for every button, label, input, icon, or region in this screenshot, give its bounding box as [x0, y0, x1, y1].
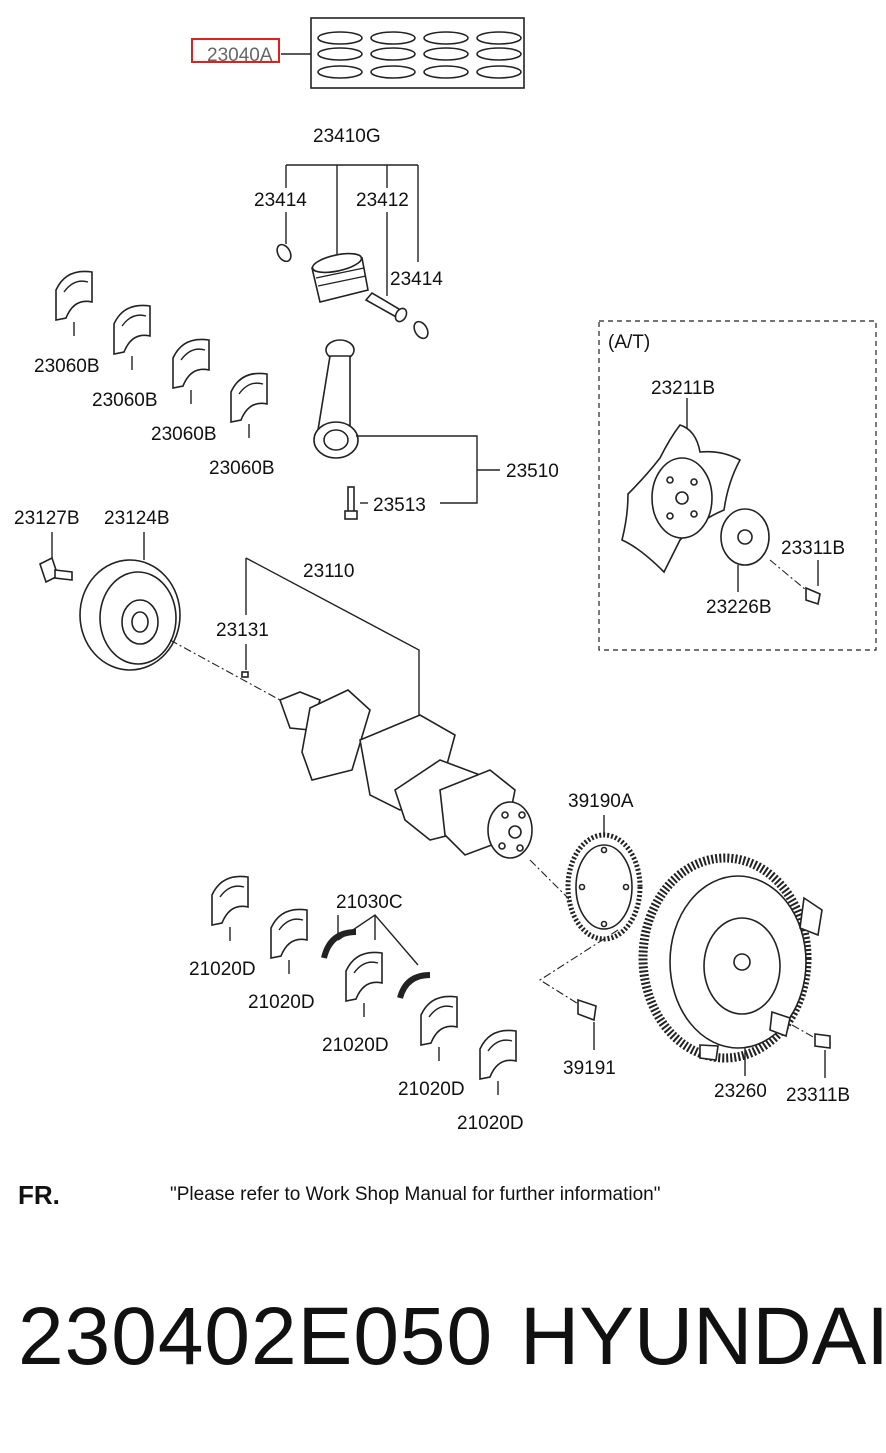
at-heading: (A/T) [608, 332, 650, 353]
label-sensor-bolt: 39191 [563, 1058, 616, 1079]
label-main-bearing-4: 21020D [398, 1079, 465, 1100]
adapter-plate[interactable] [720, 508, 770, 566]
parts-diagram: 23040A 23410G 23414 23412 23414 23060B 2… [14, 17, 877, 1134]
label-upper-bearing-4: 23060B [209, 458, 275, 479]
label-piston-assy: 23410G [313, 126, 381, 147]
upper-bearing-shell[interactable] [230, 372, 268, 438]
label-thrust-washer: 21030C [336, 892, 403, 913]
label-at-bolt: 23311B [781, 538, 845, 559]
piston-pin[interactable] [364, 291, 409, 324]
main-bearing-shell[interactable] [420, 995, 458, 1061]
label-piston-ring-set: 23040A [207, 45, 273, 66]
main-bearing-shell[interactable] [479, 1029, 517, 1095]
at-section-box [598, 320, 877, 651]
label-damper-pulley: 23124B [104, 508, 170, 529]
flywheel[interactable] [638, 853, 823, 1063]
flywheel-bolt[interactable] [814, 1033, 831, 1049]
piston-ring [370, 31, 416, 45]
front-direction-label: FR. [18, 1180, 60, 1210]
sensor-bolt[interactable] [577, 998, 597, 1022]
piston-ring [476, 47, 522, 61]
upper-bearing-shell[interactable] [55, 270, 93, 336]
at-bolt[interactable] [805, 586, 821, 606]
label-adapter-plate: 23226B [706, 597, 772, 618]
pulley-bolt[interactable] [39, 556, 73, 584]
piston[interactable] [311, 250, 369, 303]
crank-key[interactable] [241, 671, 249, 678]
snap-ring-left[interactable] [274, 242, 293, 264]
thrust-washer-left[interactable] [321, 929, 357, 959]
label-main-bearing-5: 21020D [457, 1113, 524, 1134]
piston-ring [370, 65, 416, 79]
label-drive-plate: 23211B [651, 378, 715, 399]
label-pulley-bolt: 23127B [14, 508, 80, 529]
label-connecting-rod: 23510 [506, 461, 559, 482]
label-sensor-wheel: 39190A [568, 791, 634, 812]
piston-ring [476, 31, 522, 45]
label-snap-ring-left: 23414 [254, 190, 307, 211]
piston-ring [423, 47, 469, 61]
crankshaft[interactable] [278, 689, 533, 859]
piston-ring [370, 47, 416, 61]
label-flywheel: 23260 [714, 1081, 767, 1102]
label-crankshaft: 23110 [303, 561, 354, 582]
main-bearing-shell[interactable] [211, 875, 249, 941]
piston-ring [317, 31, 363, 45]
label-upper-bearing-3: 23060B [151, 424, 217, 445]
sensor-wheel[interactable] [565, 832, 643, 942]
label-main-bearing-3: 21020D [322, 1035, 389, 1056]
upper-bearing-shell[interactable] [172, 338, 210, 404]
snap-ring-right[interactable] [411, 319, 430, 341]
workshop-manual-note: "Please refer to Work Shop Manual for fu… [170, 1184, 661, 1205]
piston-ring [476, 65, 522, 79]
main-bearing-shell[interactable] [345, 951, 383, 1017]
label-key: 23131 [216, 620, 269, 641]
rod-bolt[interactable] [344, 486, 358, 520]
connecting-rod[interactable] [313, 339, 359, 459]
highlight-box [191, 38, 280, 63]
piston-ring [423, 31, 469, 45]
label-upper-bearing-2: 23060B [92, 390, 158, 411]
part-number: 230402E050 [18, 1291, 494, 1382]
label-snap-ring-right: 23414 [390, 269, 443, 290]
piston-ring-set[interactable] [310, 17, 525, 89]
brand-name: HYUNDAI [520, 1291, 886, 1382]
label-flywheel-bolt: 23311B [786, 1085, 850, 1106]
label-main-bearing-1: 21020D [189, 959, 256, 980]
label-piston-pin: 23412 [356, 190, 409, 211]
label-upper-bearing-1: 23060B [34, 356, 100, 377]
thrust-washer-right[interactable] [397, 972, 431, 999]
label-rod-bolt: 23513 [373, 495, 426, 516]
piston-ring [317, 65, 363, 79]
piston-ring [423, 65, 469, 79]
drive-plate[interactable] [621, 424, 742, 574]
upper-bearing-shell[interactable] [113, 304, 151, 370]
label-main-bearing-2: 21020D [248, 992, 315, 1013]
damper-pulley[interactable] [79, 559, 181, 671]
piston-ring [317, 47, 363, 61]
main-bearing-shell[interactable] [270, 908, 308, 974]
